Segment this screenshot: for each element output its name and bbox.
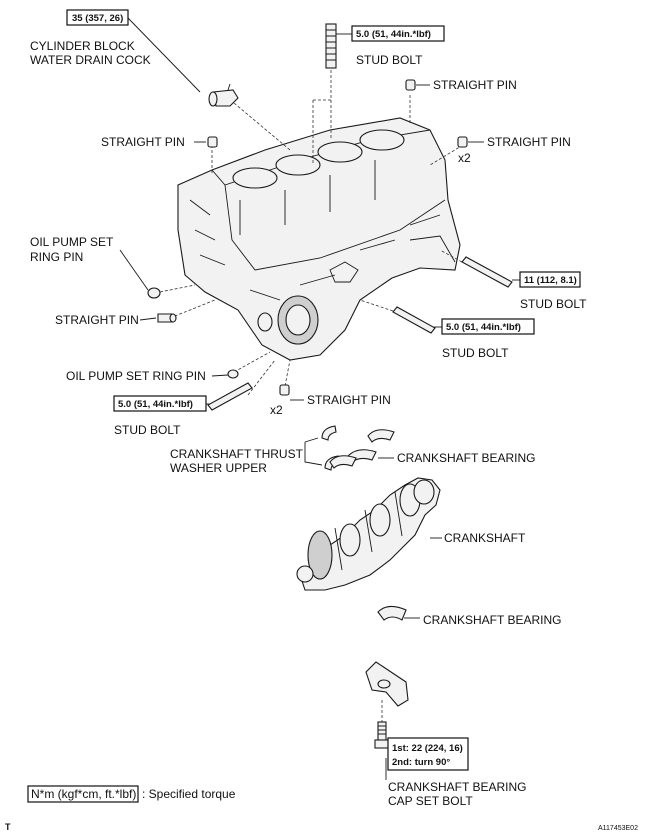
label-straight-pin-left-top: STRAIGHT PIN bbox=[101, 135, 185, 149]
straight-pin-left-mid bbox=[157, 313, 177, 323]
footer-left-mark: T bbox=[5, 822, 11, 832]
torque-legend: N*m (kgf*cm, ft.*lbf) : Specified torque bbox=[27, 785, 236, 803]
dashed-leaders bbox=[154, 70, 464, 738]
label-stud-bolt-left: STUD BOLT bbox=[114, 423, 181, 437]
label-crankshaft-thrust: CRANKSHAFT THRUST bbox=[170, 447, 304, 461]
torque-box-stud-right: 11 (112, 8.1) bbox=[519, 271, 581, 288]
crankshaft-bearing-upper-shells bbox=[329, 429, 395, 469]
water-drain-cock bbox=[208, 83, 239, 107]
label-cylinder-block: CYLINDER BLOCK bbox=[30, 39, 135, 53]
label-straight-pin-top-right: STRAIGHT PIN bbox=[433, 78, 517, 92]
oil-pump-set-ring-pin-lower bbox=[227, 369, 239, 379]
label-straight-pin-x2-lower: STRAIGHT PIN bbox=[307, 393, 391, 407]
label-washer-upper: WASHER UPPER bbox=[170, 461, 267, 475]
label-count-x2-lower: x2 bbox=[270, 403, 283, 417]
part-labels: CYLINDER BLOCK WATER DRAIN COCK STUD BOL… bbox=[30, 39, 587, 808]
legend-text: : Specified torque bbox=[142, 787, 236, 801]
label-straight-pin-left-mid: STRAIGHT PIN bbox=[55, 313, 139, 327]
label-stud-bolt-top: STUD BOLT bbox=[356, 53, 423, 67]
legend-units: N*m (kgf*cm, ft.*lbf) bbox=[31, 787, 136, 801]
label-count-x2-upper: x2 bbox=[458, 151, 471, 165]
torque-box-cap-bolt: 1st: 22 (224, 16) 2nd: turn 90° bbox=[387, 737, 469, 771]
label-crankshaft: CRANKSHAFT bbox=[444, 531, 526, 545]
straight-pin-x2-upper bbox=[457, 136, 468, 148]
stud-bolt-mid bbox=[392, 306, 436, 334]
label-crankshaft-bearing-upper: CRANKSHAFT BEARING bbox=[397, 451, 535, 465]
torque-box-stud-left: 5.0 (51, 44in.*lbf) bbox=[113, 395, 207, 412]
label-crankshaft-bearing-cap: CRANKSHAFT BEARING bbox=[388, 780, 526, 794]
label-ring-pin: RING PIN bbox=[30, 250, 83, 264]
label-cap-set-bolt: CAP SET BOLT bbox=[388, 794, 473, 808]
torque-stud-left-value: 5.0 (51, 44in.*lbf) bbox=[118, 399, 193, 410]
label-straight-pin-x2-upper: STRAIGHT PIN bbox=[487, 135, 571, 149]
straight-pin-x2-lower bbox=[279, 384, 290, 396]
torque-cap-bolt-first: 1st: 22 (224, 16) bbox=[392, 743, 463, 754]
torque-stud-mid-value: 5.0 (51, 44in.*lbf) bbox=[446, 322, 521, 333]
torque-drain-cock-value: 35 (357, 26) bbox=[72, 13, 123, 24]
cylinder-block bbox=[177, 117, 461, 361]
torque-box-drain-cock: 35 (357, 26) bbox=[66, 9, 129, 26]
crankshaft bbox=[296, 477, 441, 591]
straight-pin-left-top bbox=[207, 136, 218, 148]
stud-bolt-right bbox=[461, 256, 513, 288]
torque-cap-bolt-second: 2nd: turn 90° bbox=[392, 757, 450, 768]
crankshaft-bearing-cap bbox=[365, 661, 409, 707]
label-water-drain-cock: WATER DRAIN COCK bbox=[30, 53, 151, 67]
stud-bolt-top bbox=[325, 23, 337, 69]
torque-box-stud-mid: 5.0 (51, 44in.*lbf) bbox=[441, 318, 535, 335]
leader-lines bbox=[119, 17, 520, 780]
crankshaft-bearing-lower-shell bbox=[377, 605, 407, 621]
footer-ref-code: A117453E02 bbox=[598, 825, 638, 832]
label-stud-bolt-right: STUD BOLT bbox=[520, 297, 587, 311]
torque-stud-top-value: 5.0 (51, 44in.*lbf) bbox=[356, 29, 431, 40]
torque-stud-right-value: 11 (112, 8.1) bbox=[524, 275, 577, 286]
label-stud-bolt-mid: STUD BOLT bbox=[442, 346, 509, 360]
label-oil-pump-set-ring-pin: OIL PUMP SET RING PIN bbox=[66, 369, 206, 383]
straight-pin-top-right bbox=[405, 79, 416, 91]
label-oil-pump-set: OIL PUMP SET bbox=[30, 235, 114, 249]
crankshaft-bearing-cap-set-bolt bbox=[374, 721, 390, 749]
torque-box-stud-top: 5.0 (51, 44in.*lbf) bbox=[351, 25, 445, 42]
label-crankshaft-bearing-lower: CRANKSHAFT BEARING bbox=[423, 613, 561, 627]
oil-pump-set-ring-pin-upper bbox=[147, 287, 161, 299]
stud-bolt-left bbox=[207, 382, 253, 411]
